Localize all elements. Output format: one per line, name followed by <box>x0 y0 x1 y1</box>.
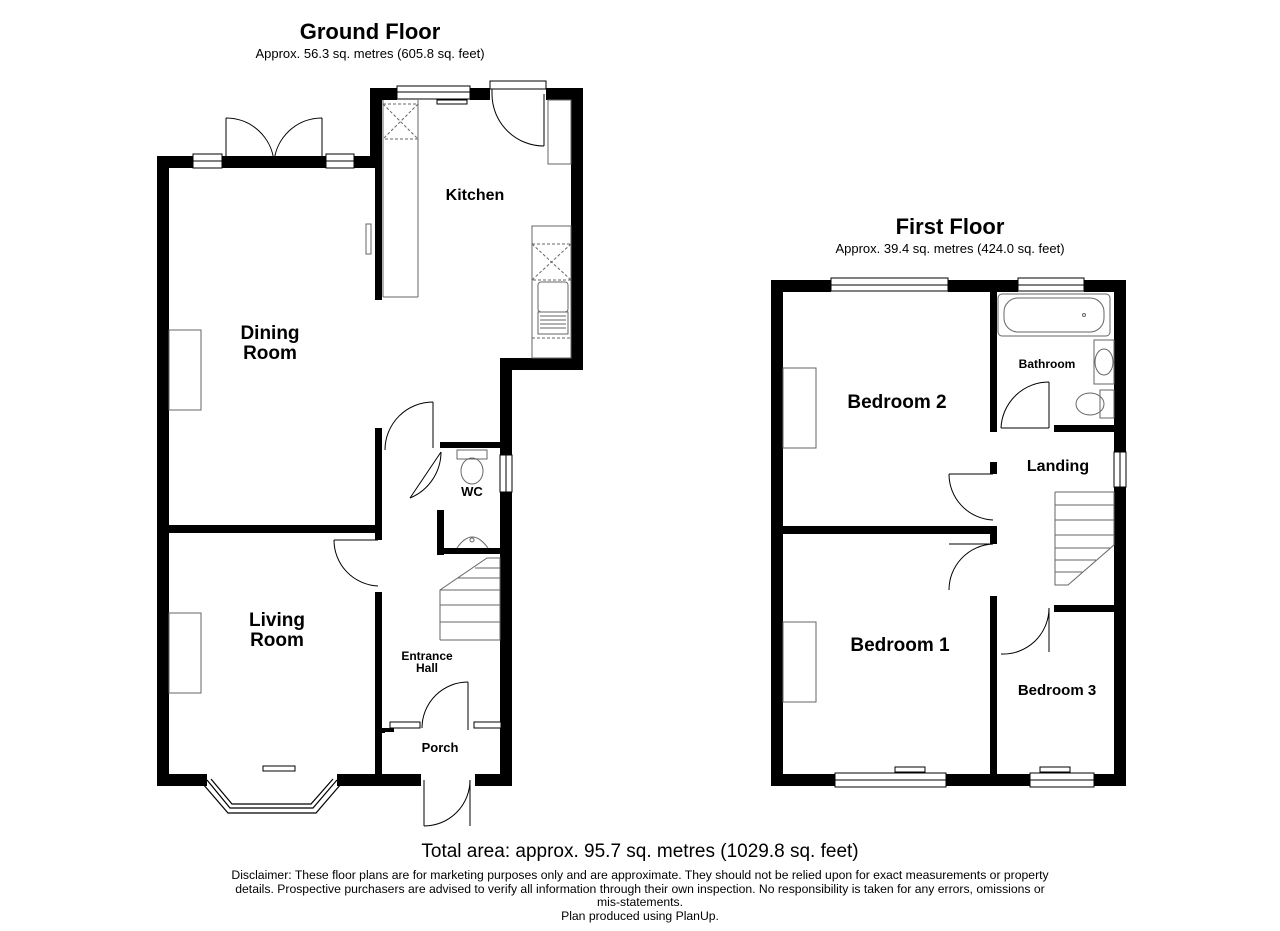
room-label-living-room: Living Room <box>249 610 305 651</box>
ground-floor-windows <box>192 85 513 772</box>
room-label-entrance-hall: Entrance Hall <box>401 649 453 675</box>
room-label-landing: Landing <box>1026 458 1090 475</box>
room-label-dining-room: Dining Room <box>240 323 300 364</box>
wc-fixtures <box>456 449 489 549</box>
first-floor-area: Approx. 39.4 sq. metres (424.0 sq. feet) <box>835 241 1065 256</box>
room-label-wc: WC <box>461 484 483 499</box>
first-floor-doors <box>948 381 1050 655</box>
chimney-breasts-first <box>782 367 817 703</box>
kitchen-fixtures <box>365 99 572 359</box>
total-area: Total area: approx. 95.7 sq. metres (102… <box>421 841 859 862</box>
first-floor-windows <box>830 277 1127 788</box>
plan-credit: Plan produced using PlanUp. <box>561 909 719 923</box>
ground-floor-walls <box>157 88 583 786</box>
ground-floor-area: Approx. 56.3 sq. metres (605.8 sq. feet) <box>255 46 485 61</box>
first-stairs <box>1054 491 1115 586</box>
bathroom-fixtures <box>997 293 1115 419</box>
room-label-bedroom-1: Bedroom 1 <box>850 635 950 656</box>
ground-floor-title: Ground Floor <box>299 19 441 44</box>
ground-stairs <box>439 557 501 641</box>
ground-floor-doors <box>225 80 547 827</box>
first-floor-title: First Floor <box>895 214 1005 239</box>
bay-window <box>202 778 342 814</box>
room-label-kitchen: Kitchen <box>445 187 505 204</box>
chimney-breasts-ground <box>168 329 202 694</box>
first-floor-walls <box>771 280 1126 786</box>
room-label-porch: Porch <box>421 740 459 755</box>
room-label-bedroom-3: Bedroom 3 <box>1017 682 1097 699</box>
first-floor-plan <box>771 277 1127 788</box>
disclaimer-text: Disclaimer: These floor plans are for ma… <box>231 868 1049 909</box>
ground-floor-plan <box>157 80 583 827</box>
room-label-bedroom-2: Bedroom 2 <box>847 392 947 413</box>
room-label-bathroom: Bathroom <box>1018 357 1076 371</box>
